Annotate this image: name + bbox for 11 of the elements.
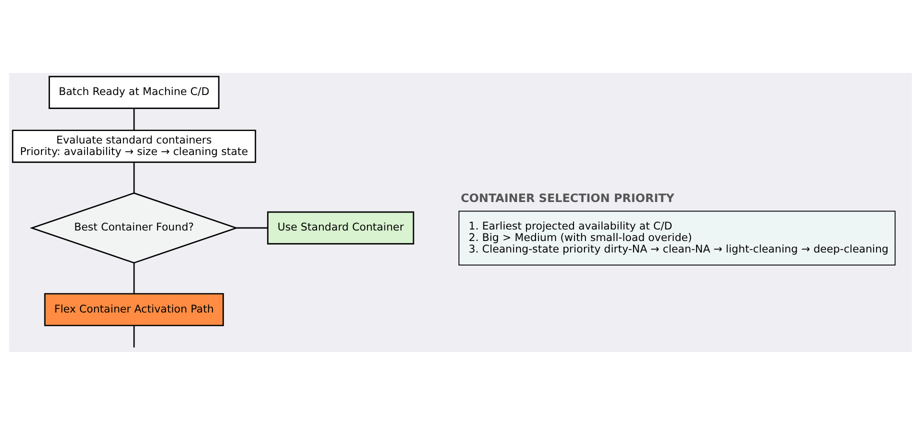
connector — [236, 227, 268, 229]
connector — [133, 326, 135, 348]
node-box: Batch Ready at Machine C/D — [48, 76, 220, 109]
connector — [133, 108, 135, 130]
node-box: Use Standard Container — [267, 211, 414, 244]
connector — [133, 162, 135, 193]
connector — [133, 262, 135, 294]
node-box: Evaluate standard containers Priority: availability → size → cleaning state — [12, 130, 256, 163]
node-box: Flex Container Activation Path — [44, 293, 224, 326]
node-label: CONTAINER SELECTION PRIORITY — [460, 190, 674, 205]
node-diamond: Best Container Found? — [30, 192, 238, 264]
